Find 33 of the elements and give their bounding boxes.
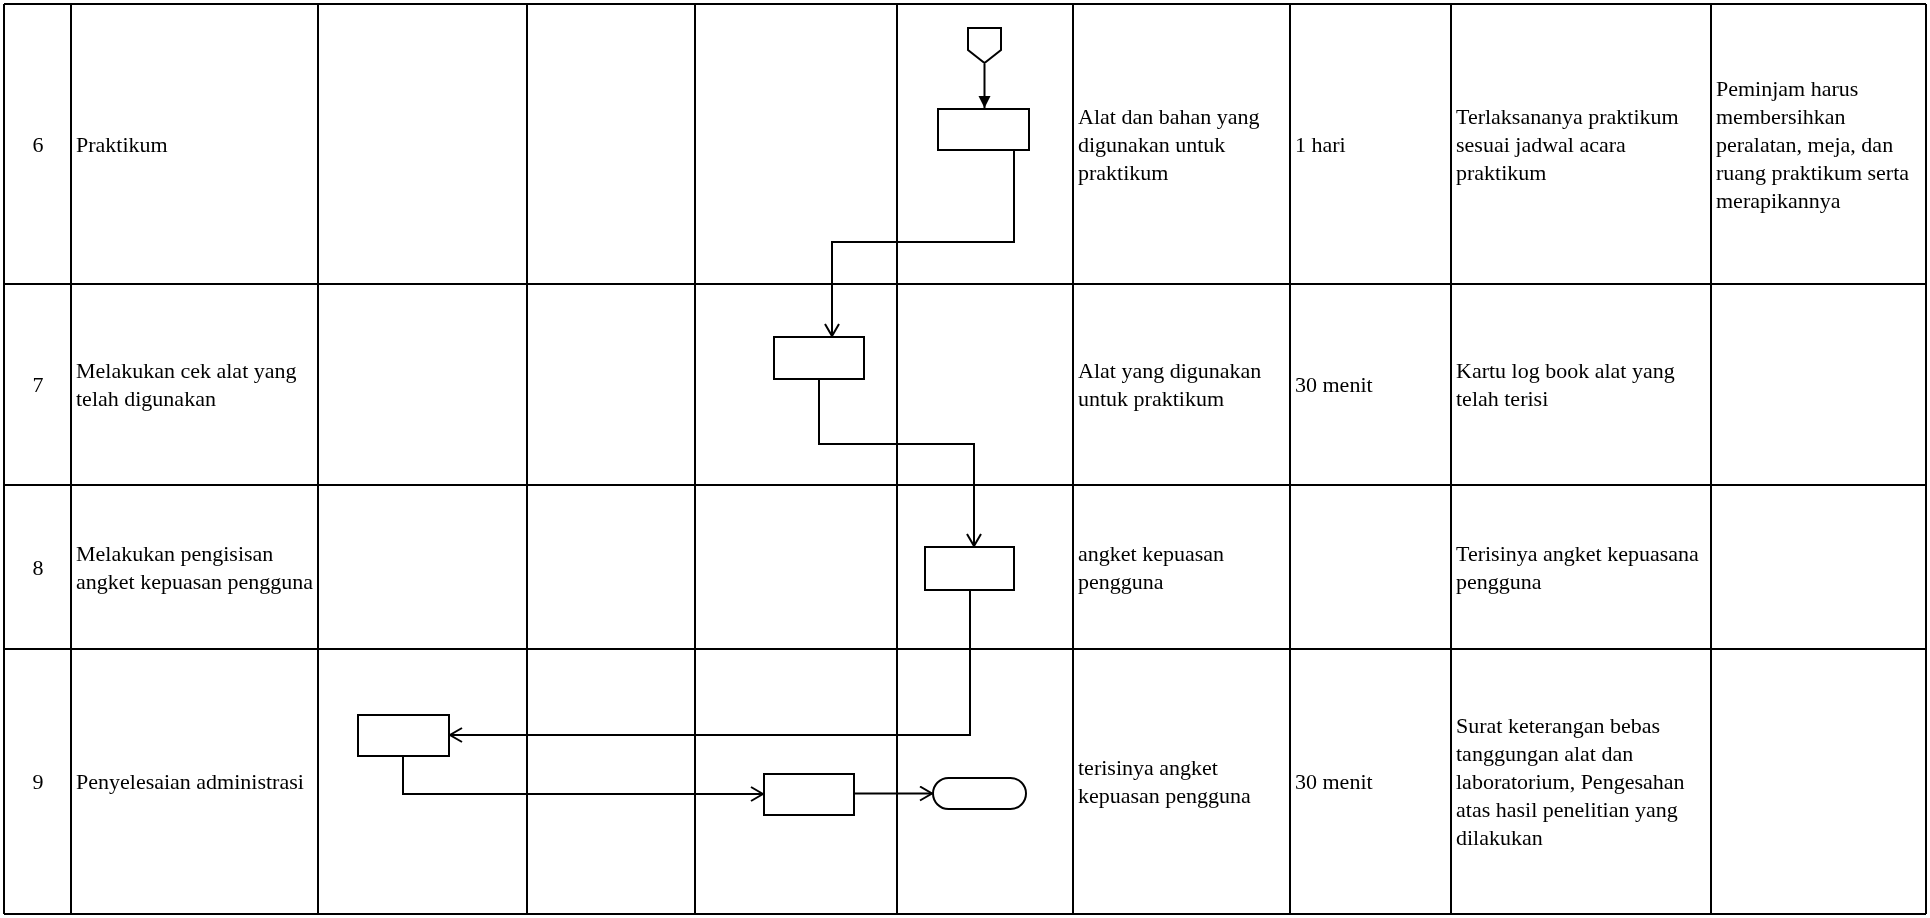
output-text: Kartu log book alat yang telah terisi [1456,357,1676,413]
arrow [978,63,991,109]
arrow [854,785,933,802]
step-number: 8 [32,553,44,582]
offpage-connector [967,27,1002,64]
input-text: Alat dan bahan yang digunakan untuk praktikum [1078,102,1261,187]
step-name: Melakukan cek alat yang telah digunakan [76,357,298,413]
duration-text: 1 hari [1295,130,1346,159]
input-text: Alat yang digunakan untuk praktikum [1078,357,1263,413]
arrow [824,150,1015,337]
output-text: Terisinya angket kepuasana pengguna [1456,539,1700,596]
output-text: Surat keterangan bebas tanggungan alat dan laboratorium, Pengesahan atas hasil penelitian yang dilakukan [1456,712,1686,852]
step-name: Praktikum [76,130,168,159]
step-name: Melakukan pengisisan angket kepuasan pengguna [76,539,315,596]
arrow [402,756,764,802]
step-name: Penyelesaian administrasi [76,768,304,796]
process-box [763,773,855,816]
process-box [773,336,865,380]
duration-text: 30 menit [1295,371,1373,399]
step-number: 9 [32,768,44,796]
step-number: 7 [32,371,44,399]
duration-text: 30 menit [1295,768,1373,796]
input-text: terisinya angket kepuasan pengguna [1078,754,1252,810]
process-box [937,108,1030,151]
process-box [357,714,450,757]
arrow [818,379,982,547]
arrow [449,590,971,743]
input-text: angket kepuasan pengguna [1078,539,1225,596]
step-number: 6 [32,130,44,159]
output-text: Terlaksananya praktikum sesuai jadwal acara praktikum [1456,102,1680,187]
terminator-shape [932,777,1027,810]
note-text: Peminjam harus membersihkan peralatan, meja, dan ruang praktikum serta merapikannya [1716,74,1911,215]
process-box [924,546,1015,591]
